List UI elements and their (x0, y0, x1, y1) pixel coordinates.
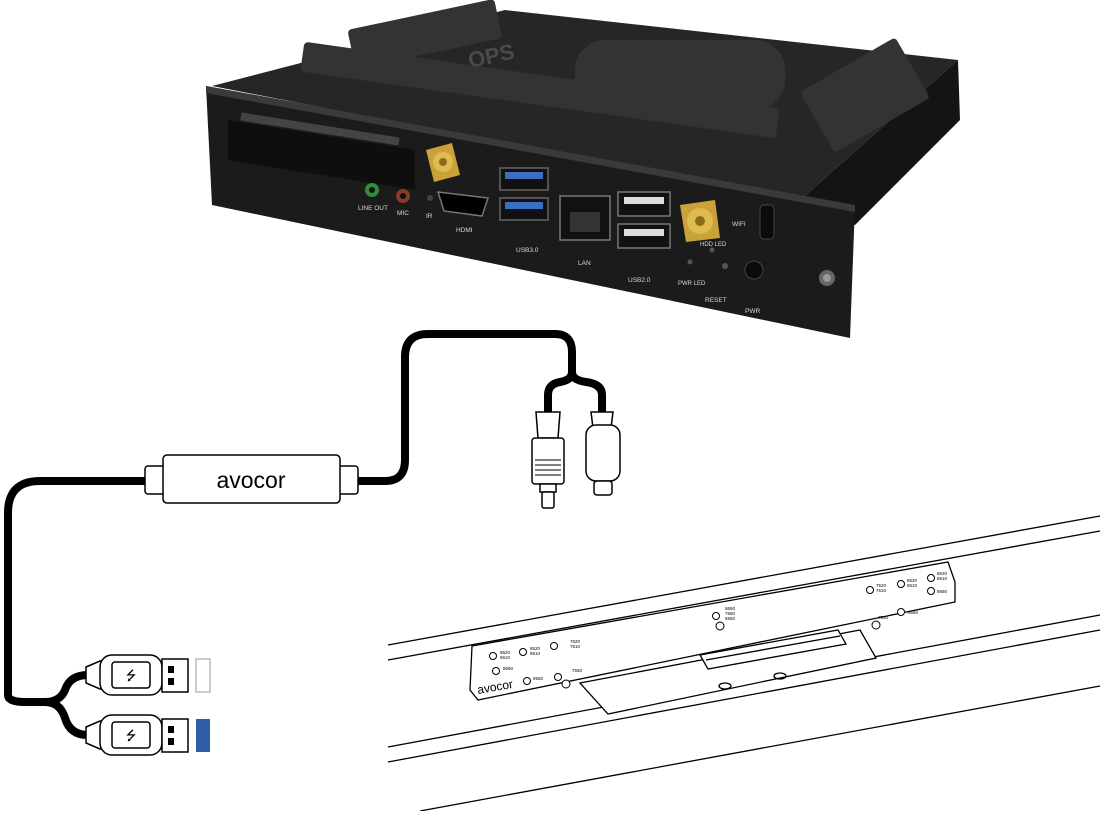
display-mount-illustration (387, 515, 1101, 812)
label-hdmi: HDMI (456, 227, 473, 234)
screw-icon (715, 621, 725, 631)
hdd-led (709, 247, 715, 253)
usb-c-icon (585, 411, 621, 496)
bracket-left-label-9: 7550 (572, 668, 583, 673)
bracket-left-label-4: 8510 (530, 651, 541, 656)
bracket-left-label-8: 8550 (533, 676, 544, 681)
label-pwr: PWR (745, 308, 760, 315)
bracket-right-label-7: 8650 (937, 589, 948, 594)
label-usb2: USB2.0 (628, 277, 651, 284)
usb-symbol-icon: ⭍ (126, 668, 137, 683)
antenna-icon (680, 200, 720, 242)
power-pin-icon (531, 411, 565, 509)
cable-wire (4, 330, 606, 739)
cable-assembly: avocor ⭍ (4, 330, 621, 756)
wifi-switch (759, 204, 775, 240)
bracket-center-label-2: 7550 (725, 611, 736, 616)
bracket-plate (469, 561, 956, 701)
hdmi-port (436, 191, 490, 217)
pwr-led (687, 259, 693, 265)
cable-brand-label: avocor (216, 467, 285, 493)
bracket-left-label-5: 7520 (570, 639, 581, 644)
bracket-right-label-9: 6550 (908, 610, 919, 615)
bracket-right-label-2: 7510 (876, 588, 887, 593)
bracket-left-label-2: 8610 (500, 655, 511, 660)
label-lan: LAN (578, 260, 591, 267)
bracket-brand-label: avocor (476, 677, 514, 697)
power-button (744, 260, 764, 280)
vent-holes (300, 0, 929, 152)
reset-button (722, 263, 728, 269)
label-ir: IR (426, 213, 433, 220)
screw-icon (871, 620, 881, 630)
bracket-left-label-7: 8650 (503, 666, 514, 671)
display-edge-top (387, 515, 1101, 646)
bracket-right-label-5: 8620 (937, 571, 948, 576)
label-line-out: LINE OUT (358, 205, 388, 212)
label-usb3: USB3.0 (516, 247, 539, 254)
bracket-right-label-8: 7550 (878, 615, 889, 620)
usb3-indicator (196, 719, 210, 752)
port-labels: LINE OUT MIC IR HDMI USB3.0 LAN USB2.0 P… (358, 205, 760, 315)
usb2-indicator (195, 658, 211, 693)
bracket-left-label-3: 8520 (530, 646, 541, 651)
label-reset: RESET (705, 297, 727, 304)
usb-a-plug-bottom: ⭍ (85, 714, 210, 756)
bracket-model-labels: 8620 8610 8520 8510 7520 7510 8650 8550 … (500, 571, 948, 681)
screw-icon (561, 679, 571, 689)
bracket-left-label-1: 8620 (500, 650, 511, 655)
ir-port (427, 195, 433, 201)
bracket-right-label-3: 8520 (907, 578, 918, 583)
display-edge-bottom (419, 685, 1101, 812)
bracket-left-label-6: 7510 (570, 644, 581, 649)
antenna-icon (426, 143, 460, 182)
label-hdd-led: HDD LED (700, 242, 727, 248)
ops-device: OPS (206, 0, 960, 338)
bracket-mount-holes (489, 574, 935, 689)
usb-a-plug-top: ⭍ (85, 654, 211, 696)
bracket-right-label-1: 7520 (876, 583, 887, 588)
label-mic: MIC (397, 210, 409, 217)
bracket-center-label-3: 6550 (725, 616, 736, 621)
bracket-center-label-1: 8650 (725, 606, 736, 611)
bracket-right-label-6: 8610 (937, 576, 948, 581)
cable-control-box: avocor (144, 454, 359, 504)
label-pwr-led: PWR LED (678, 281, 706, 287)
usb-symbol-icon: ⭍ (126, 728, 137, 743)
label-wifi: WIFI (732, 221, 746, 228)
bracket-right-label-4: 8510 (907, 583, 918, 588)
card-slot (228, 120, 415, 190)
